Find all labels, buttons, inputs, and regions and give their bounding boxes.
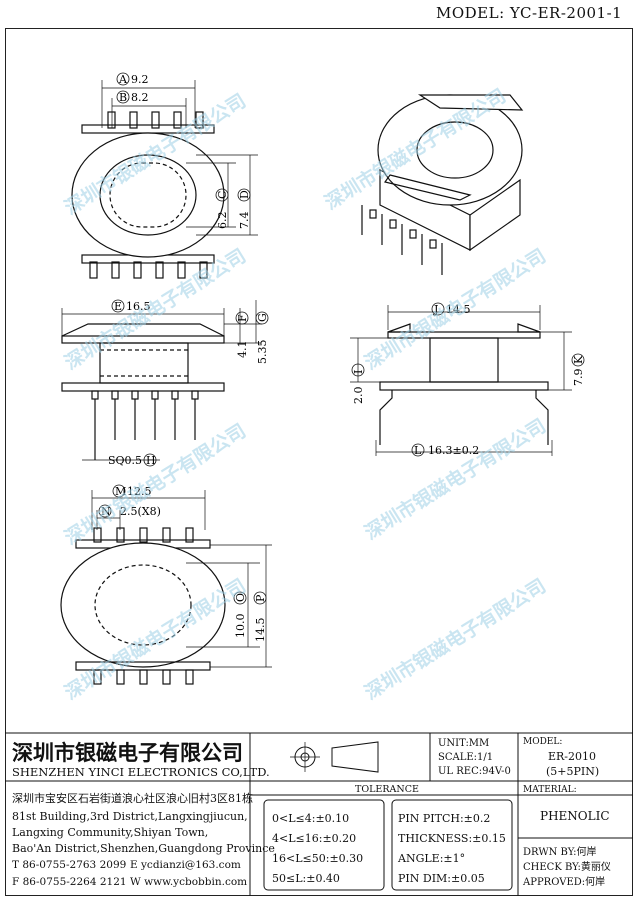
dim-K-value: 7.9 bbox=[572, 369, 585, 387]
tel: T 86-0755-2763 2099 bbox=[12, 859, 126, 871]
fax: F 86-0755-2264 2121 bbox=[12, 876, 127, 888]
dim-C: 6.2 C bbox=[215, 188, 229, 230]
dim-G-value: 5.35 bbox=[256, 340, 269, 365]
watermark-6: 深圳市银磁电子有限公司 bbox=[360, 414, 549, 544]
tolerance-right-4: PIN DIM:±0.05 bbox=[398, 872, 485, 885]
dim-E-letter: E bbox=[114, 300, 122, 313]
dim-G: 5.35 G bbox=[255, 311, 269, 365]
dim-B: B 8.2 bbox=[116, 90, 149, 104]
dim-O: 10.0 O bbox=[233, 591, 247, 639]
drawing-frame bbox=[5, 28, 633, 896]
bottom-view bbox=[60, 490, 272, 685]
dim-E-value: 16.5 bbox=[126, 300, 151, 313]
dim-P-letter: P bbox=[254, 594, 267, 602]
scale: SCALE:1/1 bbox=[438, 752, 493, 763]
dim-P-value: 14.5 bbox=[254, 618, 267, 643]
dim-A: A 9.2 bbox=[116, 72, 149, 86]
dim-M: M 12.5 bbox=[112, 484, 152, 498]
material-value: PHENOLIC bbox=[540, 809, 610, 823]
dim-E: E 16.5 bbox=[111, 299, 151, 313]
dim-F-letter: F bbox=[236, 314, 249, 322]
dim-H: SQ0.5 H bbox=[108, 453, 157, 467]
dim-O-letter: O bbox=[234, 593, 247, 602]
ul-rec: UL REC:94V-0 bbox=[438, 766, 511, 777]
dim-J: J 14.5 bbox=[431, 302, 471, 316]
address-line-2: 81st Building,3rd District,Langxingjiucu… bbox=[12, 810, 248, 823]
company-name-en: SHENZHEN YINCI ELECTRONICS CO,LTD. bbox=[12, 765, 270, 779]
dim-G-letter: G bbox=[256, 313, 269, 322]
dim-B-value: 8.2 bbox=[131, 91, 149, 104]
model-pins: (5+5PIN) bbox=[546, 765, 599, 778]
dim-K-letter: K bbox=[572, 355, 585, 364]
drawn-by: DRWN BY:何岸 bbox=[523, 845, 596, 858]
dim-O-value: 10.0 bbox=[234, 614, 247, 639]
dim-L-value: 16.3±0.2 bbox=[428, 444, 479, 457]
dim-L: L 16.3±0.2 bbox=[411, 443, 479, 457]
dim-L-letter: L bbox=[414, 444, 422, 457]
top-view bbox=[71, 80, 258, 279]
tolerance-left-1: 0<L≤4:±0.10 bbox=[272, 812, 349, 825]
dim-D-letter: D bbox=[238, 190, 251, 199]
dim-M-letter: M bbox=[115, 485, 126, 498]
dim-F-value: 4.1 bbox=[236, 341, 249, 359]
dim-B-letter: B bbox=[119, 91, 127, 104]
title-block bbox=[5, 732, 633, 896]
dim-J-value: 14.5 bbox=[446, 303, 471, 316]
email: E ycdianzi@163.com bbox=[130, 859, 241, 871]
dim-N: N 2.5(X8) bbox=[98, 504, 161, 518]
dim-I-value: 2.0 bbox=[352, 387, 365, 405]
unit: UNIT:MM bbox=[438, 738, 489, 749]
tolerance-left-4: 50≤L:±0.40 bbox=[272, 872, 340, 885]
tolerance-left-2: 4<L≤16:±0.20 bbox=[272, 832, 356, 845]
address-line-4: Bao'An District,Shenzhen,Guangdong Provi… bbox=[12, 842, 275, 855]
dim-N-letter: N bbox=[101, 505, 111, 518]
tolerance-left-3: 16<L≤50:±0.30 bbox=[272, 852, 363, 865]
model-heading: MODEL: bbox=[523, 737, 562, 747]
side-view bbox=[350, 305, 572, 456]
company-name-cn: 深圳市银磁电子有限公司 bbox=[12, 740, 243, 765]
address-line-1: 深圳市宝安区石岩街道浪心社区浪心旧村3区81栋 bbox=[12, 791, 253, 805]
check-by: CHECK BY:黄丽仪 bbox=[523, 860, 611, 873]
dim-P: 14.5 P bbox=[253, 591, 267, 643]
dim-K: 7.9 K bbox=[571, 353, 585, 387]
dim-M-value: 12.5 bbox=[127, 485, 152, 498]
dim-F: 4.1 F bbox=[235, 311, 249, 359]
title-block-text: 深圳市银磁电子有限公司 SHENZHEN YINCI ELECTRONICS C… bbox=[12, 737, 611, 888]
web: W www.ycbobbin.com bbox=[130, 876, 247, 888]
tolerance-right-1: PIN PITCH:±0.2 bbox=[398, 812, 490, 825]
dim-N-value: 2.5(X8) bbox=[120, 505, 161, 518]
model-value: ER-2010 bbox=[548, 750, 596, 763]
tolerance-right-2: THICKNESS:±0.15 bbox=[398, 832, 506, 845]
address-line-3: Langxing Community,Shiyan Town, bbox=[12, 826, 208, 839]
material-heading: MATERIAL: bbox=[523, 785, 577, 795]
dim-H-value: SQ0.5 bbox=[108, 454, 142, 467]
watermark-4: 深圳市银磁电子有限公司 bbox=[360, 244, 549, 374]
dim-D: 7.4 D bbox=[237, 188, 251, 230]
dim-A-letter: A bbox=[118, 73, 128, 86]
dim-C-value: 6.2 bbox=[216, 212, 229, 230]
dim-A-value: 9.2 bbox=[131, 73, 149, 86]
watermark-8: 深圳市银磁电子有限公司 bbox=[360, 574, 549, 704]
dim-C-letter: C bbox=[216, 191, 229, 199]
dim-D-value: 7.4 bbox=[238, 212, 251, 230]
approved-by: APPROVED:何岸 bbox=[522, 875, 605, 888]
dim-H-letter: H bbox=[146, 454, 156, 467]
dim-J-letter: J bbox=[433, 303, 438, 316]
dim-I: 2.0 I bbox=[351, 363, 365, 405]
tolerance-right-3: ANGLE:±1° bbox=[397, 852, 465, 865]
dim-I-letter: I bbox=[352, 370, 365, 374]
isometric-view bbox=[361, 94, 524, 275]
model-label: MODEL: YC-ER-2001-1 bbox=[436, 4, 623, 22]
tolerance-heading: TOLERANCE bbox=[355, 784, 419, 795]
